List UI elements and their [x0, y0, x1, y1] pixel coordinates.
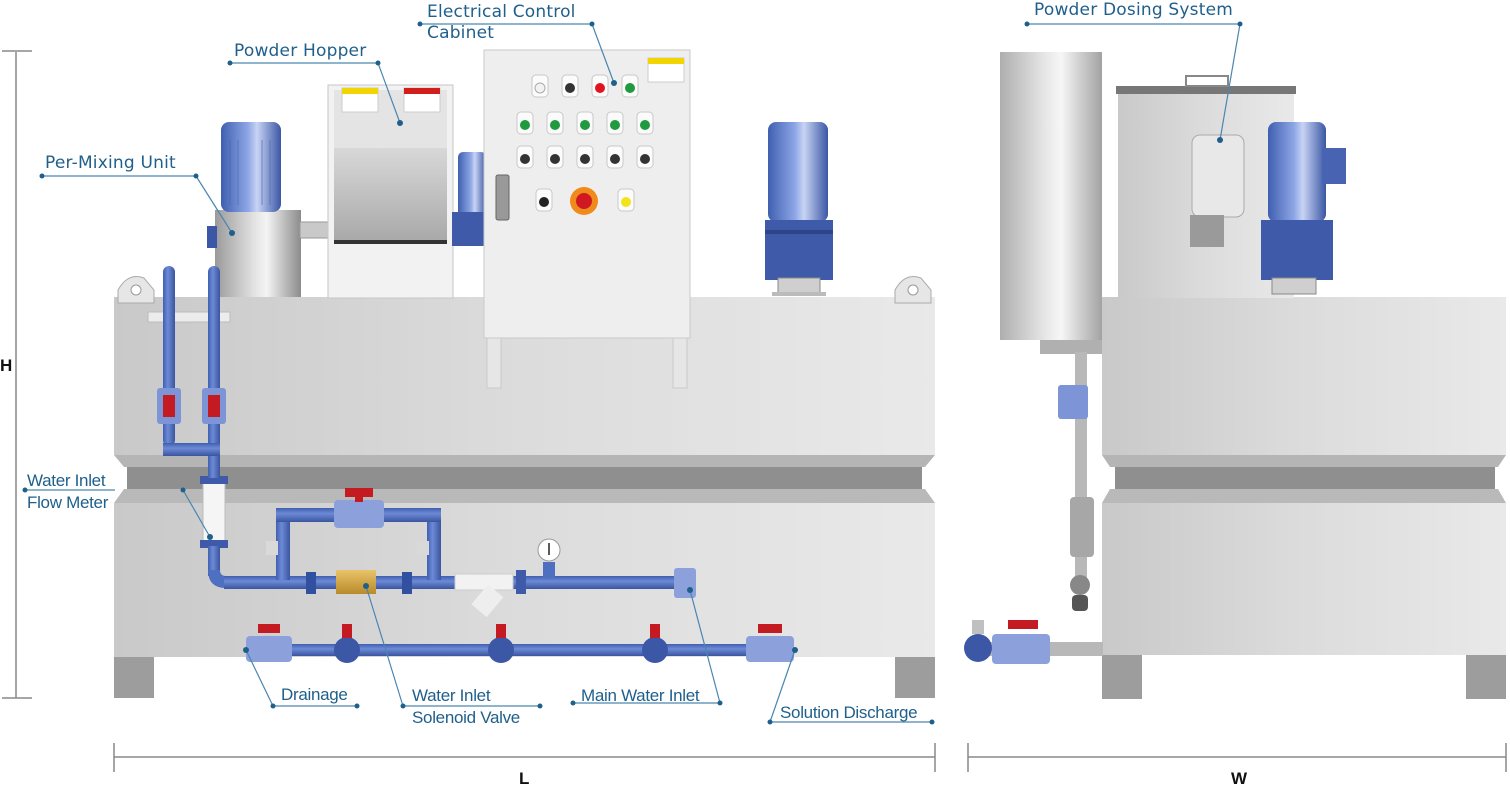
- callout-leader-lines: [25, 23, 1241, 723]
- electrical-control-cabinet: [483, 49, 691, 389]
- dosing-screw-motor: [1191, 134, 1245, 218]
- height-dimension-line: [2, 50, 32, 699]
- label-pre-mixing-unit: Per-Mixing Unit: [45, 153, 176, 173]
- selector-switch: [550, 154, 560, 164]
- pre-mixing-motor: [221, 122, 281, 212]
- red-lamp: [595, 83, 605, 93]
- main-tank: [114, 297, 935, 657]
- label-powder-hopper: Powder Hopper: [234, 41, 367, 61]
- green-lamp: [580, 120, 590, 130]
- bypass-valve-handle: [345, 488, 373, 497]
- selector-switch: [565, 83, 575, 93]
- black-button: [539, 197, 549, 207]
- selector-switch: [640, 154, 650, 164]
- side-tank: [1102, 297, 1506, 699]
- emergency-stop-cap: [576, 193, 592, 209]
- green-lamp: [550, 120, 560, 130]
- agitator-motor: [765, 122, 833, 296]
- tank-foot-left: [114, 656, 154, 698]
- label-electrical-cabinet-line2: Cabinet: [427, 23, 495, 43]
- white-lamp: [534, 82, 546, 94]
- solenoid-valve: [336, 570, 376, 594]
- selector-switch: [580, 154, 590, 164]
- powder-hopper: [327, 84, 454, 299]
- dimension-width-label: W: [1231, 769, 1248, 787]
- control-panel-buttons: [516, 74, 654, 215]
- label-main-water-inlet: Main Water Inlet: [581, 686, 700, 705]
- tank-foot-right: [895, 656, 935, 698]
- selector-switch: [520, 154, 530, 164]
- label-powder-dosing-system: Powder Dosing System: [1034, 0, 1234, 20]
- dimension-length-label: L: [519, 769, 530, 787]
- label-flow-meter-line1: Water Inlet: [27, 471, 106, 490]
- label-solution-discharge: Solution Discharge: [780, 703, 918, 722]
- green-lamp: [640, 120, 650, 130]
- selector-switch: [610, 154, 620, 164]
- label-drainage: Drainage: [281, 685, 348, 704]
- length-dimension-line: [113, 743, 936, 772]
- callout-anchor-dots: [22, 21, 1243, 725]
- cabinet-handle: [495, 174, 510, 221]
- label-electrical-cabinet-line1: Electrical Control: [427, 2, 576, 22]
- y-strainer: [471, 584, 504, 618]
- green-lamp: [520, 120, 530, 130]
- powder-dosing-hopper: [1116, 75, 1346, 298]
- green-lamp: [610, 120, 620, 130]
- feeder-motor: [452, 152, 488, 246]
- flow-meter: [202, 479, 226, 543]
- yellow-lamp: [621, 197, 631, 207]
- label-solenoid-line1: Water Inlet: [412, 686, 491, 705]
- green-lamp: [625, 83, 635, 93]
- label-solenoid-line2: Solenoid Valve: [412, 708, 520, 727]
- pre-mixing-unit: [207, 210, 331, 297]
- solenoid-pipe-line: [224, 488, 696, 618]
- cabinet-side: [1000, 52, 1102, 354]
- inlet-pipes: [157, 266, 228, 588]
- label-flow-meter-line2: Flow Meter: [27, 493, 109, 512]
- side-pipework: [964, 352, 1103, 664]
- width-dimension-line: [967, 743, 1507, 772]
- dimension-height-label: H: [0, 356, 13, 375]
